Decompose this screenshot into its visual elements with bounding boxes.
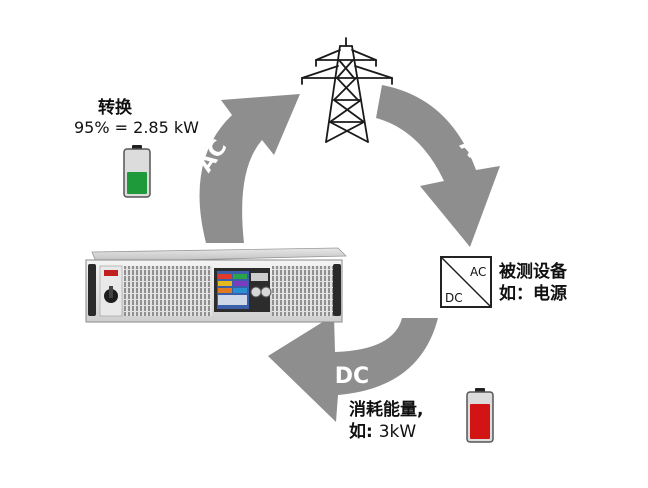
consumption-prefix: 如:: [349, 422, 379, 442]
conversion-value: 95% = 2.85 kW: [74, 118, 199, 137]
arrow-top-right: AC: [376, 85, 500, 247]
electronic-load-device-icon: [85, 247, 347, 323]
arrow-top-left: AC: [193, 94, 300, 243]
consumption-line2: 如: 3kW: [349, 422, 416, 442]
converter-dc-label: DC: [445, 291, 463, 305]
battery-half-icon: [123, 145, 151, 198]
power-tower-icon: [301, 37, 393, 143]
arrow-bottom: DC: [268, 315, 438, 422]
conversion-title: 转换: [98, 98, 132, 118]
dut-label-line2: 如：电源: [499, 284, 567, 304]
converter-ac-label: AC: [470, 265, 486, 279]
consumption-line1: 消耗能量,: [349, 400, 424, 420]
consumption-value: 3kW: [378, 422, 417, 442]
dut-label-line1: 被测设备: [499, 262, 567, 282]
ac-dc-converter-icon: AC DC: [440, 256, 492, 308]
arrow-bottom-label: DC: [335, 364, 369, 389]
battery-red-icon: [466, 388, 494, 443]
